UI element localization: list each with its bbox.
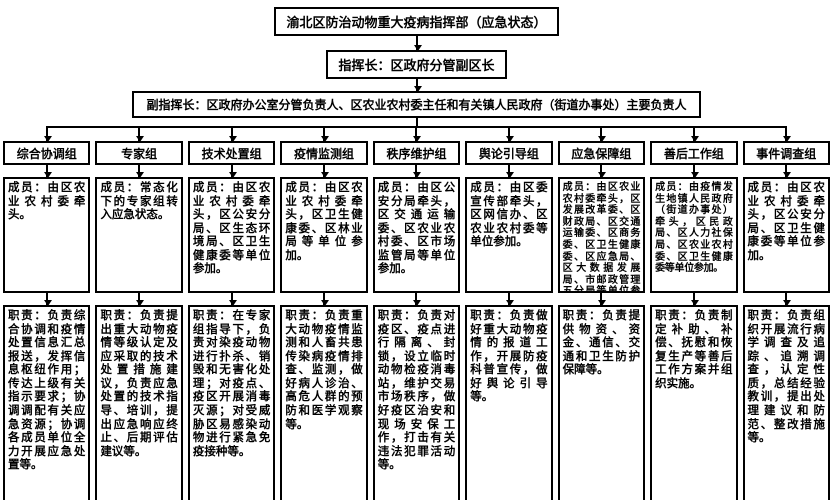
deputy-commander-box: 副指挥长：区政府办公室分管负责人、区农业农村委主任和有关镇人民政府（街道办事处）… <box>132 91 701 118</box>
duties-box: 职责：负责综合协调和疫情处置信息汇总报送，发挥信息枢纽作用；传达上级有关指示要求… <box>3 305 91 500</box>
group-col-8: 善后工作组 成员：由疫情发生地镇人民政府（街道办事处）牵头，区民政局、区人力社保… <box>650 128 738 500</box>
duties-box: 职责：负责组织开展流行病学调查及追踪、追溯调查，认定性质，总结经验教训，提出处理… <box>742 305 830 500</box>
down-arrow-icon <box>690 128 699 142</box>
down-arrow-icon <box>228 293 237 306</box>
duties-box: 职责：负责制定补助、补偿、抚慰和恢复生产等善后工作方案并组织实施。 <box>650 305 738 500</box>
down-arrow-icon <box>690 293 699 306</box>
down-arrow-icon <box>43 128 52 142</box>
down-arrow-icon <box>783 293 792 306</box>
group-col-3: 技术处置组 成员：由区农业农村委牵头，区公安分局、区生态环境局、区卫生健康委等单… <box>187 128 276 500</box>
group-columns: 综合协调组 成员：由区农业农村委牵头。 职责：负责综合协调和疫情处置信息汇总报送… <box>0 128 833 500</box>
group-col-1: 综合协调组 成员：由区农业农村委牵头。 职责：负责综合协调和疫情处置信息汇总报送… <box>3 128 91 500</box>
group-header: 舆论引导组 <box>465 141 553 165</box>
members-box: 成员：由区农业农村委牵头，区公安分局、区生态环境局、区卫生健康委等单位参加。 <box>187 177 276 293</box>
down-arrow-icon <box>783 128 792 142</box>
duties-box: 职责：负责重大动物疫情监测和人畜共患传染病疫情排查、监测，做好病人诊治、高危人群… <box>280 305 368 500</box>
group-col-5: 秩序维护组 成员：由区公安分局牵头，区交通运输委、区农业农村委、区市场监管局等单… <box>372 128 461 500</box>
duties-box: 职责：负责提供物资、资金、通信、交通和卫生防护保障等。 <box>557 305 646 500</box>
duties-box: 职责：负责对疫区、疫点进行隔离、封锁，设立临时动物检疫消毒站，维护交易市场秩序，… <box>372 305 461 500</box>
down-arrow-icon <box>413 165 422 178</box>
down-arrow-icon <box>505 128 514 142</box>
members-box: 成员：由区委宣传部牵头，区网信办、区农业农村委等单位参加。 <box>465 177 553 293</box>
members-box: 成员：常态化下的专家组转入应急状态。 <box>95 177 183 293</box>
down-arrow-icon <box>413 79 422 92</box>
down-arrow-icon <box>136 165 145 178</box>
connector-rail <box>46 126 787 128</box>
group-header: 善后工作组 <box>650 141 738 165</box>
group-col-7: 应急保障组 成员：由区农业农村委牵头，区发展改革委、区财政局、区交通运输委、区商… <box>557 128 646 500</box>
members-box: 成员：由区农业农村委牵头，区公安分局、区卫生健康委等单位参加。 <box>742 177 830 293</box>
down-arrow-icon <box>598 128 607 142</box>
down-arrow-icon <box>321 293 330 306</box>
group-col-2: 专家组 成员：常态化下的专家组转入应急状态。 职责：负责提出重大动物疫情等级认定… <box>95 128 183 500</box>
down-arrow-icon <box>43 165 52 178</box>
group-header: 技术处置组 <box>187 141 276 165</box>
group-header: 综合协调组 <box>3 141 91 165</box>
down-arrow-icon <box>228 165 237 178</box>
down-arrow-icon <box>690 165 699 178</box>
duties-box: 职责：在专家组指导下，负责对染疫动物进行扑杀、销毁和无害化处理；对疫点、疫区开展… <box>187 305 276 500</box>
headquarters-box: 渝北区防治动物重大疫病指挥部（应急状态） <box>274 7 559 36</box>
down-arrow-icon <box>783 165 792 178</box>
group-col-9: 事件调查组 成员：由区农业农村委牵头，区公安分局、区卫生健康委等单位参加。 职责… <box>742 128 830 500</box>
duties-box: 职责：负责做好重大动物疫情的报道工作，开展防疫科普宣传，做好舆论引导等。 <box>465 305 553 500</box>
down-arrow-icon <box>413 36 422 51</box>
group-col-6: 舆论引导组 成员：由区委宣传部牵头，区网信办、区农业农村委等单位参加。 职责：负… <box>465 128 553 500</box>
down-arrow-icon <box>413 128 422 142</box>
group-col-4: 疫情监测组 成员：由区农业农村委牵头，区卫生健康委、区林业局等单位参加。 职责：… <box>280 128 368 500</box>
down-arrow-icon <box>598 293 607 306</box>
down-arrow-icon <box>505 165 514 178</box>
down-arrow-icon <box>136 293 145 306</box>
members-box: 成员：由区公安分局牵头，区交通运输委、区农业农村委、区市场监管局等单位参加。 <box>372 177 461 293</box>
down-arrow-icon <box>598 165 607 178</box>
top-chain: 渝北区防治动物重大疫病指挥部（应急状态） 指挥长：区政府分管副区长 副指挥长：区… <box>0 0 833 118</box>
connector-stub <box>415 118 418 126</box>
commander-box: 指挥长：区政府分管副区长 <box>326 50 507 79</box>
duties-box: 职责：负责提出重大动物疫情等级认定及应采取的技术处置措施建议，负责应急处置的技术… <box>95 305 183 500</box>
group-header: 应急保障组 <box>557 141 646 165</box>
down-arrow-icon <box>321 165 330 178</box>
group-header: 事件调查组 <box>742 141 830 165</box>
members-box: 成员：由区农业农村委牵头，区卫生健康委、区林业局等单位参加。 <box>280 177 368 293</box>
group-header: 秩序维护组 <box>372 141 461 165</box>
down-arrow-icon <box>228 128 237 142</box>
down-arrow-icon <box>136 128 145 142</box>
down-arrow-icon <box>321 128 330 142</box>
down-arrow-icon <box>43 293 52 306</box>
members-box: 成员：由区农业农村委牵头。 <box>3 177 91 293</box>
down-arrow-icon <box>413 293 422 306</box>
group-header: 专家组 <box>95 141 183 165</box>
members-box: 成员：由疫情发生地镇人民政府（街道办事处）牵头，区民政局、区人力社保局、区农业农… <box>650 177 738 293</box>
group-header: 疫情监测组 <box>280 141 368 165</box>
down-arrow-icon <box>505 293 514 306</box>
members-box: 成员：由区农业农村委牵头，区发展改革委、区财政局、区交通运输委、区商务委、区卫生… <box>557 177 646 293</box>
